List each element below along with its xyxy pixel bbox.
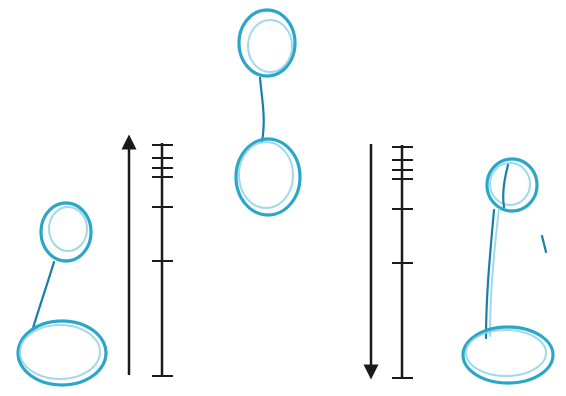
middle-bottom-loop (236, 139, 300, 215)
right-top-loop-divider (503, 165, 508, 207)
right-stage-sketch (463, 159, 553, 383)
right-bottom-loop-layer (466, 330, 546, 376)
right-tick-scale (392, 145, 413, 378)
left-bottom-loop (18, 321, 106, 385)
middle-top-loop-layer (248, 20, 292, 72)
middle-stage-sketch (236, 10, 300, 215)
middle-bottom-loop-layer (239, 142, 293, 208)
left-stem (33, 262, 54, 328)
right-top-loop-layer (490, 163, 530, 205)
right-stray-mark (542, 236, 546, 252)
right-bottom-loop (463, 327, 553, 383)
left-top-loop-layer (49, 207, 87, 251)
left-bottom-loop-layer (20, 325, 100, 379)
left-tick-scale (152, 143, 173, 376)
left-stage-sketch (18, 203, 106, 385)
middle-stem (260, 78, 264, 142)
